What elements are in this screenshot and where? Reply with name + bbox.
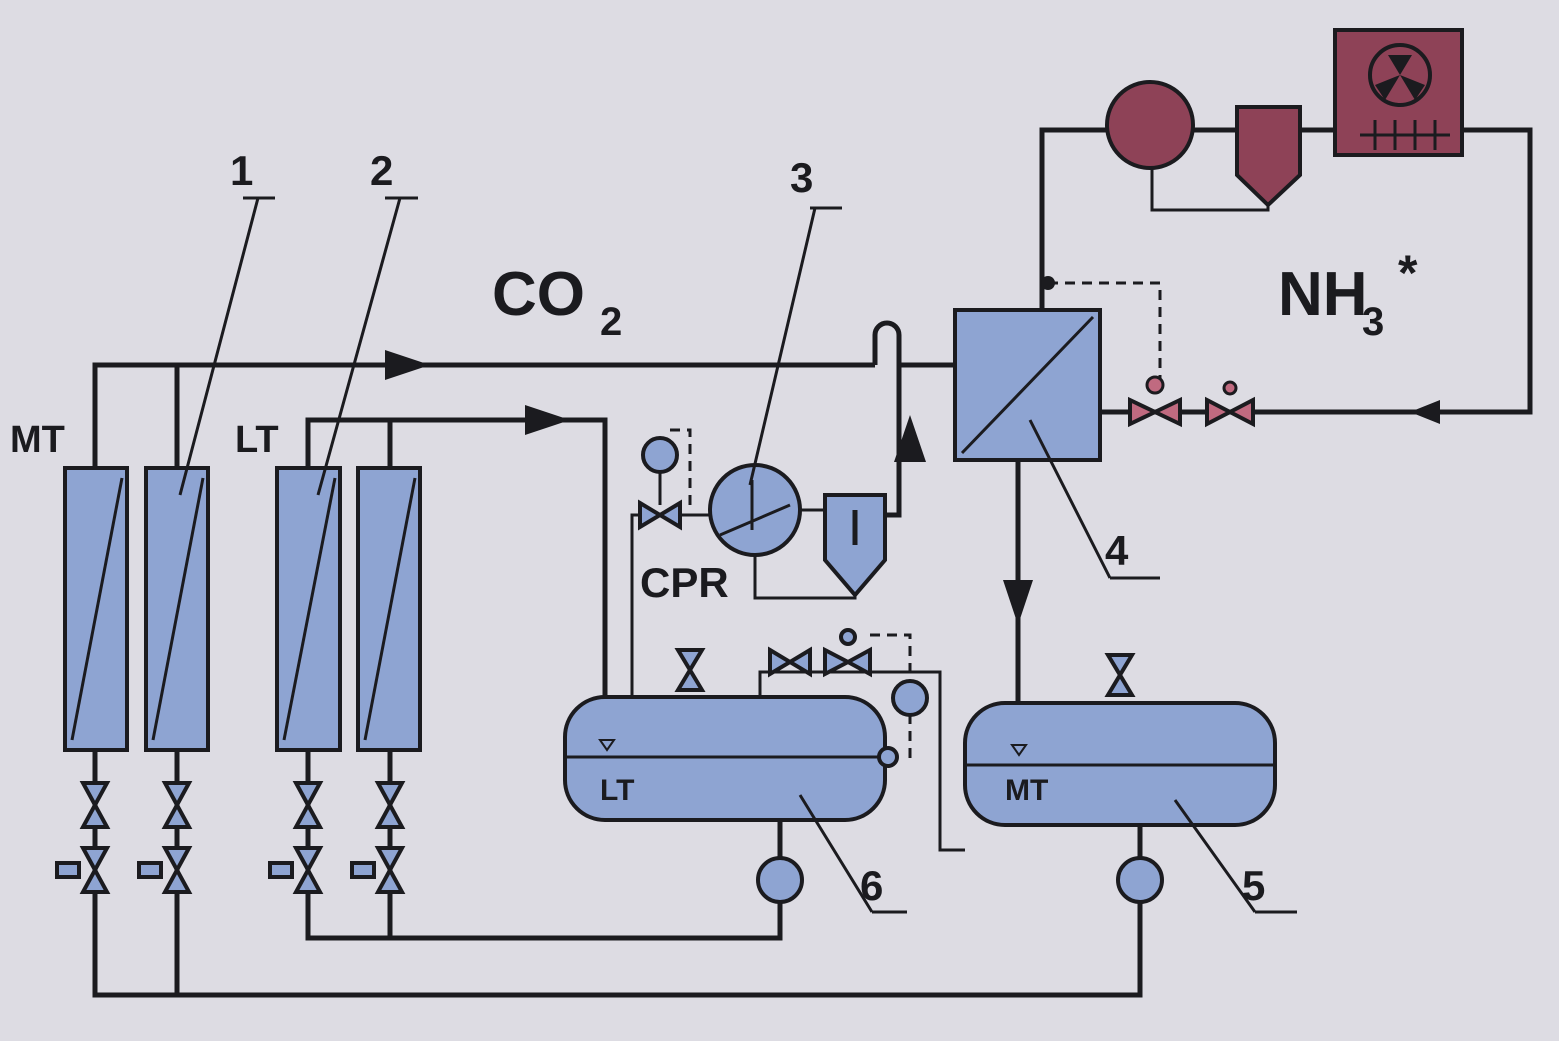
pressure-gauge	[891, 679, 929, 717]
evaporator-lt-1	[275, 466, 342, 752]
control-valve	[292, 846, 324, 894]
safety-valve	[1104, 653, 1136, 697]
lt-pump	[756, 856, 804, 904]
evaporator-lt-2	[356, 466, 422, 752]
label-nh3-subscript: 3	[1362, 300, 1384, 344]
valve-actuator	[137, 861, 163, 879]
label-mt: MT	[10, 419, 65, 461]
label-5: 5	[1242, 862, 1265, 909]
shutoff-valve	[161, 781, 193, 829]
flow-arrow-icon	[894, 415, 926, 462]
level-sensor	[877, 746, 899, 768]
co2-compressor	[708, 463, 802, 557]
co2-piping	[92, 320, 1143, 998]
label-co2: CO	[492, 260, 585, 329]
label-cpr: CPR	[640, 559, 729, 606]
evaporators	[63, 466, 422, 752]
evaporator-mt-2	[144, 466, 210, 752]
nh3-compressor	[1105, 80, 1195, 170]
evaporator-valves	[55, 781, 406, 894]
safety-valve	[674, 648, 706, 692]
label-2: 2	[370, 147, 393, 194]
valve-actuator	[268, 861, 294, 879]
nh3-loop	[1039, 28, 1533, 428]
evaporator-mt-1	[63, 466, 129, 752]
label-nh3-asterisk: *	[1398, 245, 1418, 301]
leader-lines	[178, 196, 1297, 914]
control-valve	[79, 846, 111, 894]
shutoff-valve	[292, 781, 324, 829]
fan-icon	[1368, 43, 1432, 107]
valve-actuator	[55, 861, 81, 879]
label-lt: LT	[235, 419, 279, 461]
label-lt-vessel: LT	[600, 774, 634, 807]
mt-pump	[1116, 856, 1164, 904]
label-nh3: NH	[1278, 260, 1368, 329]
label-6: 6	[860, 862, 883, 909]
label-1: 1	[230, 147, 253, 194]
label-4: 4	[1105, 527, 1129, 574]
lt-receiver	[563, 695, 887, 822]
label-co2-subscript: 2	[600, 300, 622, 344]
shutoff-valve	[79, 781, 111, 829]
expansion-valve	[1128, 375, 1255, 428]
flow-arrow-icon	[1410, 400, 1440, 424]
nh3-oil-separator	[1235, 105, 1302, 208]
pressure-gauge	[641, 436, 679, 474]
shutoff-valve	[374, 781, 406, 829]
flow-arrow-icon	[525, 405, 570, 435]
control-valve	[374, 846, 406, 894]
valve-actuator	[350, 861, 376, 879]
control-valve	[161, 846, 193, 894]
label-mt-vessel: MT	[1005, 774, 1048, 807]
label-3: 3	[790, 154, 813, 201]
flow-arrow-icon	[1003, 580, 1033, 625]
bypass-valves	[768, 646, 872, 678]
cpr-valve	[638, 499, 682, 531]
mt-receiver	[963, 701, 1277, 827]
flow-arrow-icon	[385, 350, 430, 380]
